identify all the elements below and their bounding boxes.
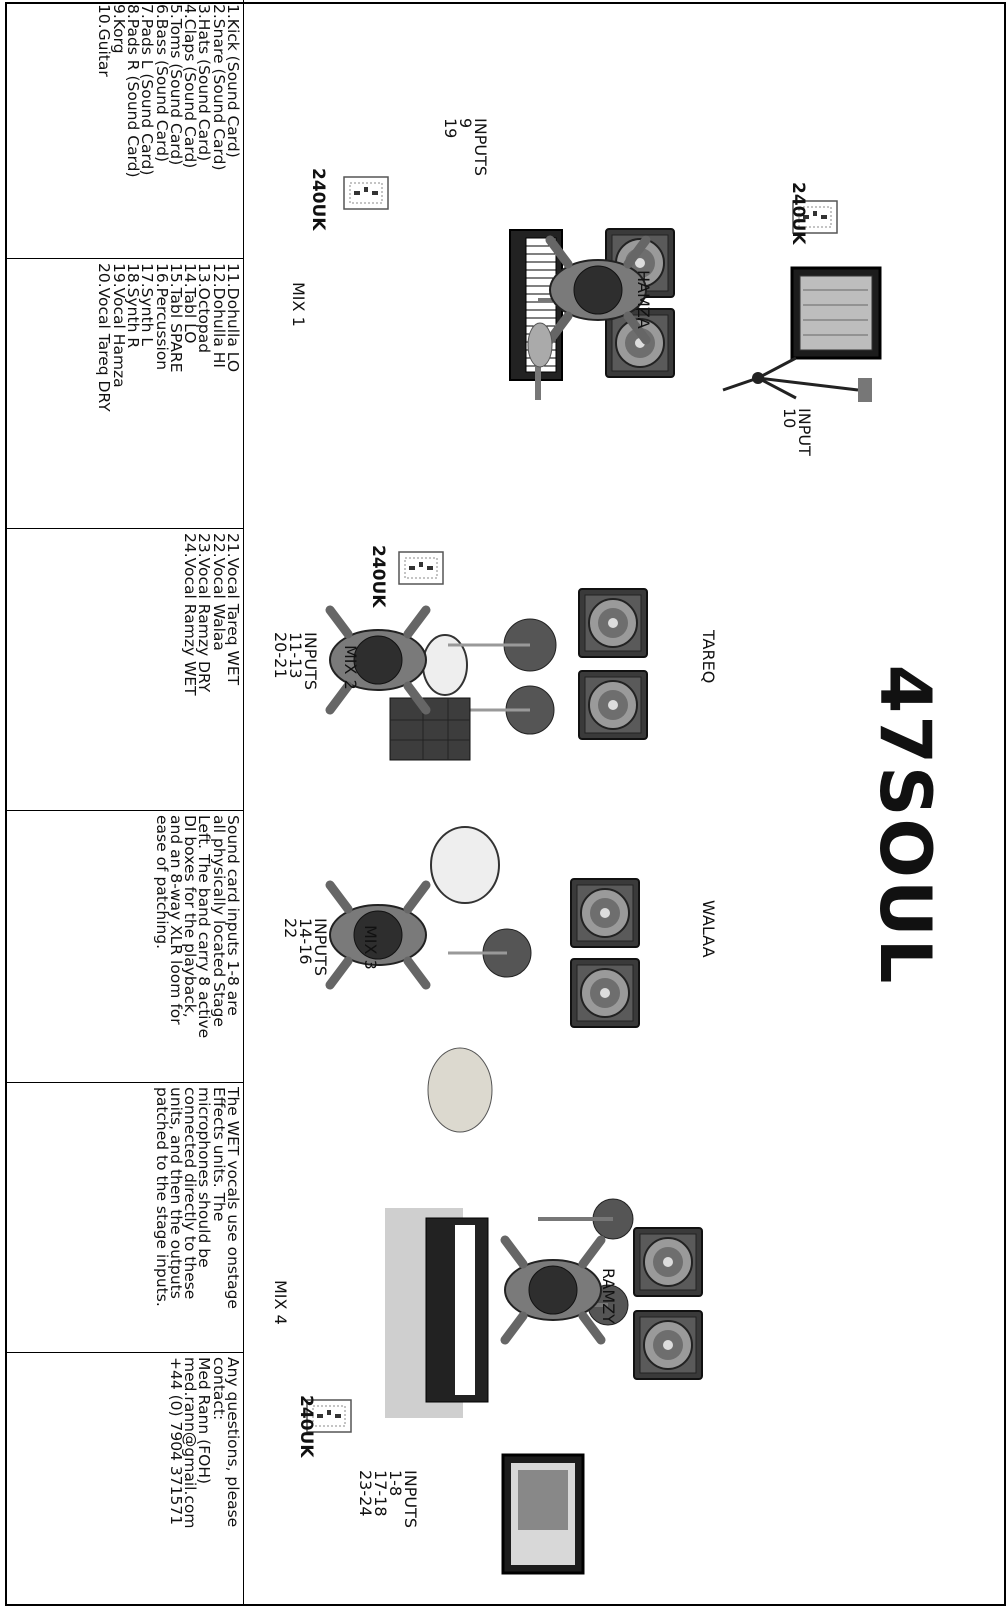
guitar-icon — [527, 322, 553, 400]
channel-table: 1.Kick (Sound Card) 2.Snare (Sound Card)… — [7, 0, 244, 1606]
channel-item: 3.Hats (Sound Card) — [195, 4, 214, 162]
mix-label: MIX 1 — [289, 282, 308, 327]
note-contact: Any questions, please contact: Med Rann … — [7, 1352, 243, 1606]
channel-item: 5.Toms (Sound Card) — [166, 4, 185, 166]
flight-case-icon — [790, 266, 882, 360]
channel-column-2: 11.Dohulla LO 12.Dohulla HI 13.Octopad 1… — [7, 258, 243, 528]
channel-item: 15.Tabl SPARE — [166, 263, 185, 373]
wedge-monitor-icon — [578, 588, 648, 658]
power-label: 240UK — [308, 168, 328, 231]
channel-item: 18.Synth R — [123, 263, 142, 349]
channel-item: 8.Pads R (Sound Card) — [123, 4, 142, 178]
power-socket-icon — [343, 176, 389, 210]
mix-label: MIX 2 — [341, 645, 360, 690]
note-text: The WET vocals use onstage Effects units… — [152, 1087, 242, 1309]
stage-diagram — [306, 176, 882, 1575]
keyboard-icon — [385, 1198, 634, 1418]
channel-item: 21.Vocal Tareq WET — [224, 533, 242, 686]
drum-icon — [389, 618, 557, 761]
channel-item: 7.Pads L (Sound Card) — [138, 4, 157, 176]
musician-name: TAREQ — [699, 630, 718, 684]
musician-name: HAMZA — [634, 270, 653, 329]
note-text: Sound card inputs 1-8 are all physically… — [152, 815, 242, 1039]
musician-name: WALAA — [699, 900, 718, 958]
wedge-monitor-icon — [570, 878, 640, 948]
note-wet-vocals: The WET vocals use onstage Effects units… — [7, 1082, 243, 1352]
channel-item: 1.Kick (Sound Card) — [224, 4, 242, 158]
channel-item: 19.Vocal Hamza — [109, 263, 128, 388]
channel-column-3: 21.Vocal Tareq WET 22.Vocal Walaa 23.Voc… — [7, 528, 243, 810]
mix-label: MIX 3 — [361, 925, 380, 970]
drum-icon — [427, 826, 532, 1133]
power-label: 240UK — [368, 545, 388, 608]
musician-name: RAMZY — [599, 1268, 618, 1324]
wedge-monitor-icon — [633, 1227, 703, 1297]
channel-item: 14.Tabl LO — [181, 263, 200, 344]
channel-item: 6.Bass (Sound Card) — [152, 4, 171, 163]
power-label: 240UK — [296, 1395, 316, 1458]
person-hamza-icon — [550, 240, 646, 340]
channel-item: 24.Vocal Ramzy WET — [181, 533, 200, 696]
wedge-monitor-icon — [570, 958, 640, 1028]
channel-item: 2.Snare (Sound Card) — [209, 4, 228, 171]
channel-item: 16.Percussion — [152, 263, 171, 371]
channel-column-1: 1.Kick (Sound Card) 2.Snare (Sound Card)… — [7, 0, 243, 258]
channel-item: 10.Guitar — [95, 4, 114, 77]
channel-item: 20.Vocal Tareq DRY — [95, 263, 114, 412]
power-label: 240UK — [788, 182, 808, 245]
laptop-icon — [501, 1453, 585, 1575]
contact-text: Any questions, please contact: Med Rann … — [166, 1357, 242, 1529]
mic-stand-icon — [722, 356, 872, 402]
person-ramzy-icon — [505, 1240, 601, 1340]
wedge-monitor-icon — [633, 1310, 703, 1380]
channel-item: 12.Dohulla HI — [209, 263, 228, 368]
channel-item: 4.Claps (Sound Card) — [181, 4, 200, 169]
channel-item: 17.Synth L — [138, 263, 157, 346]
note-sound-card: Sound card inputs 1-8 are all physically… — [7, 810, 243, 1082]
mix-label: MIX 4 — [271, 1280, 290, 1325]
power-socket-icon — [398, 551, 444, 585]
wedge-monitor-icon — [578, 670, 648, 740]
channel-item: 11.Dohulla LO — [224, 263, 242, 373]
channel-item: 23.Vocal Ramzy DRY — [195, 533, 214, 693]
channel-item: 13.Octopad — [195, 263, 214, 354]
